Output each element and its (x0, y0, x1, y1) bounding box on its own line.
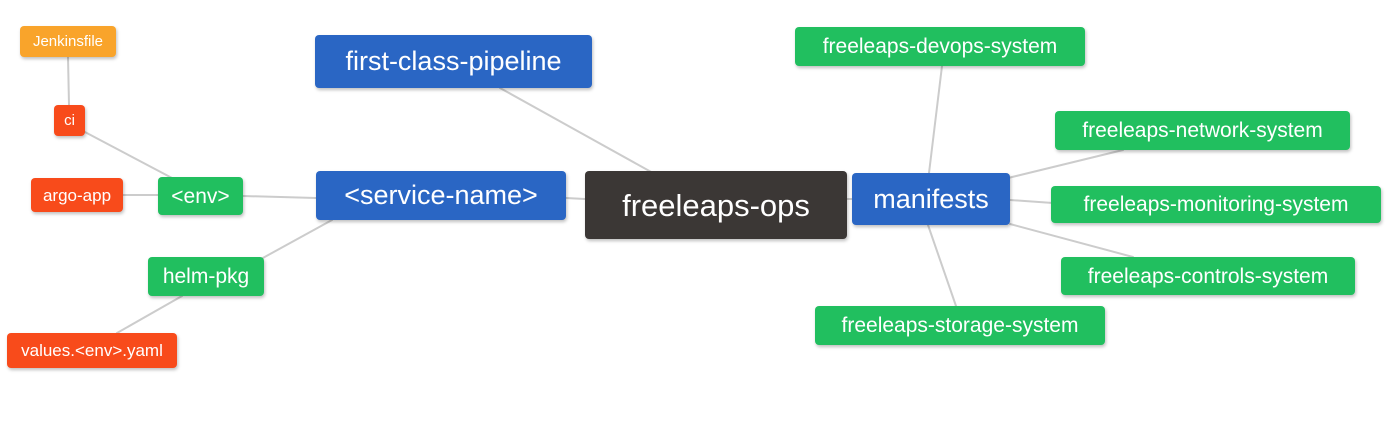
edge-manifests-network-system (1007, 149, 1124, 179)
edge-manifests-devops-system (928, 65, 943, 174)
node-first-class-pipeline[interactable]: first-class-pipeline (315, 35, 592, 88)
edge-env-service-name (242, 195, 317, 199)
node-freeleaps-devops-system[interactable]: freeleaps-devops-system (795, 27, 1085, 66)
node-argo-app[interactable]: argo-app (31, 178, 123, 212)
edge-manifests-monitoring-system (1009, 199, 1054, 204)
node-env[interactable]: <env> (158, 177, 243, 215)
node-ci[interactable]: ci (54, 105, 85, 136)
edge-ci-env (82, 130, 173, 179)
edge-service-name-ops (565, 197, 586, 200)
node-manifests[interactable]: manifests (852, 173, 1010, 225)
node-jenkinsfile[interactable]: Jenkinsfile (20, 26, 116, 57)
node-freeleaps-monitoring-system[interactable]: freeleaps-monitoring-system (1051, 186, 1381, 223)
node-freeleaps-storage-system[interactable]: freeleaps-storage-system (815, 306, 1105, 345)
node-helm-pkg[interactable]: helm-pkg (148, 257, 264, 296)
node-freeleaps-network-system[interactable]: freeleaps-network-system (1055, 111, 1350, 150)
edge-service-name-helm-pkg (260, 219, 333, 260)
edge-first-class-pipeline-ops (499, 87, 654, 174)
node-freeleaps-controls-system[interactable]: freeleaps-controls-system (1061, 257, 1355, 295)
node-freeleaps-ops[interactable]: freeleaps-ops (585, 171, 847, 239)
edge-jenkinsfile-ci (67, 56, 70, 106)
edge-manifests-controls-system (1009, 223, 1134, 258)
node-values-env-yaml[interactable]: values.<env>.yaml (7, 333, 177, 368)
edge-manifests-storage-system (927, 224, 957, 307)
node-service-name[interactable]: <service-name> (316, 171, 566, 220)
edge-helm-pkg-values-env-yaml (116, 295, 183, 334)
